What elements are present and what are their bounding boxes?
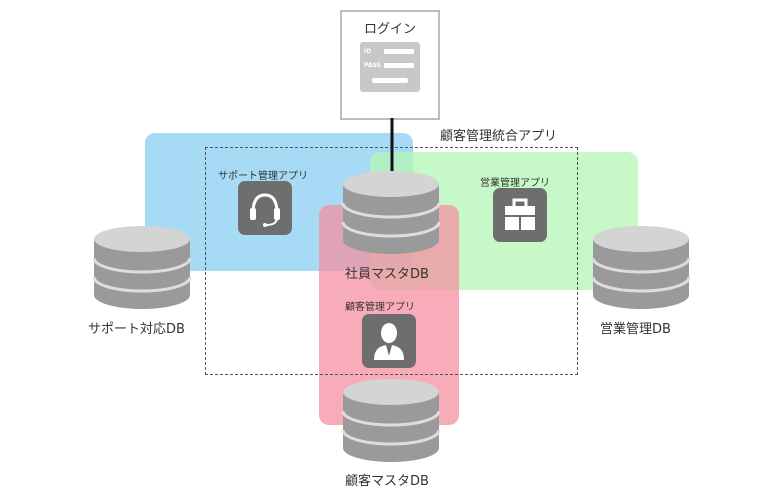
integrated-app-label: 顧客管理統合アプリ (440, 129, 558, 144)
login-form-icon: ID PASS (360, 42, 420, 92)
employee-master-db-label: 社員マスタDB (345, 267, 429, 282)
sales-db-label: 営業管理DB (600, 322, 671, 337)
support-db-label: サポート対応DB (88, 322, 185, 337)
login-title: ログイン (363, 22, 416, 37)
headset-icon (238, 181, 292, 235)
customer-master-db-icon (341, 379, 441, 462)
person-suit-icon (362, 314, 416, 368)
support-app-label: サポート管理アプリ (218, 171, 308, 182)
employee-master-db-icon (341, 171, 441, 254)
login-id-label: ID (364, 48, 372, 55)
sales-db-icon (591, 226, 691, 309)
support-db-icon (92, 226, 192, 309)
sales-app-label: 営業管理アプリ (480, 178, 550, 189)
briefcase-icon (493, 188, 547, 242)
login-pass-label: PASS (364, 62, 381, 69)
customer-app-label: 顧客管理アプリ (345, 302, 415, 313)
login-panel: ログイン ID PASS (340, 10, 440, 120)
customer-master-db-label: 顧客マスタDB (345, 474, 429, 489)
